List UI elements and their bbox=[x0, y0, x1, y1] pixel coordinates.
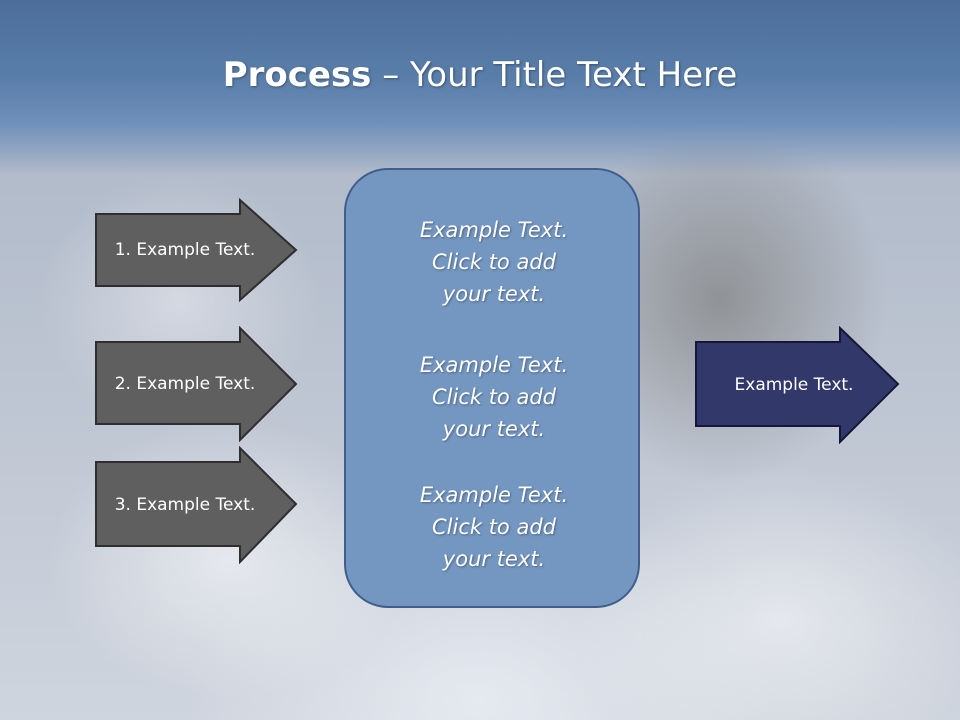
center-text-2[interactable]: Example Text. Click to add your text. bbox=[419, 353, 569, 441]
arrow-2-label: 2. Example Text. bbox=[114, 374, 256, 394]
arrow-shape-2[interactable]: 2. Example Text. bbox=[94, 326, 298, 442]
arrow-3-label: 3. Example Text. bbox=[114, 495, 256, 515]
slide-title[interactable]: Process – Your Title Text Here bbox=[0, 52, 960, 98]
result-arrow-graphic bbox=[695, 326, 900, 444]
title-rest-part: – Your Title Text Here bbox=[371, 55, 738, 95]
arrow-shape-3[interactable]: 3. Example Text. bbox=[94, 446, 298, 564]
arrow-3-graphic bbox=[95, 446, 298, 564]
arrow-1-graphic bbox=[95, 198, 298, 302]
result-arrow-label: Example Text. bbox=[734, 375, 854, 395]
arrow-1-label: 1. Example Text. bbox=[114, 240, 256, 260]
center-text-1[interactable]: Example Text. Click to add your text. bbox=[419, 218, 569, 306]
arrow-2-graphic bbox=[95, 326, 298, 442]
center-text-box[interactable]: Example Text. Click to add your text. Ex… bbox=[344, 168, 640, 608]
title-band bbox=[0, 0, 960, 175]
arrow-shape-1[interactable]: 1. Example Text. bbox=[94, 198, 298, 314]
title-bold-part: Process bbox=[222, 55, 372, 95]
result-arrow[interactable]: Example Text. bbox=[694, 326, 900, 444]
center-text-3[interactable]: Example Text. Click to add your text. bbox=[419, 483, 569, 571]
